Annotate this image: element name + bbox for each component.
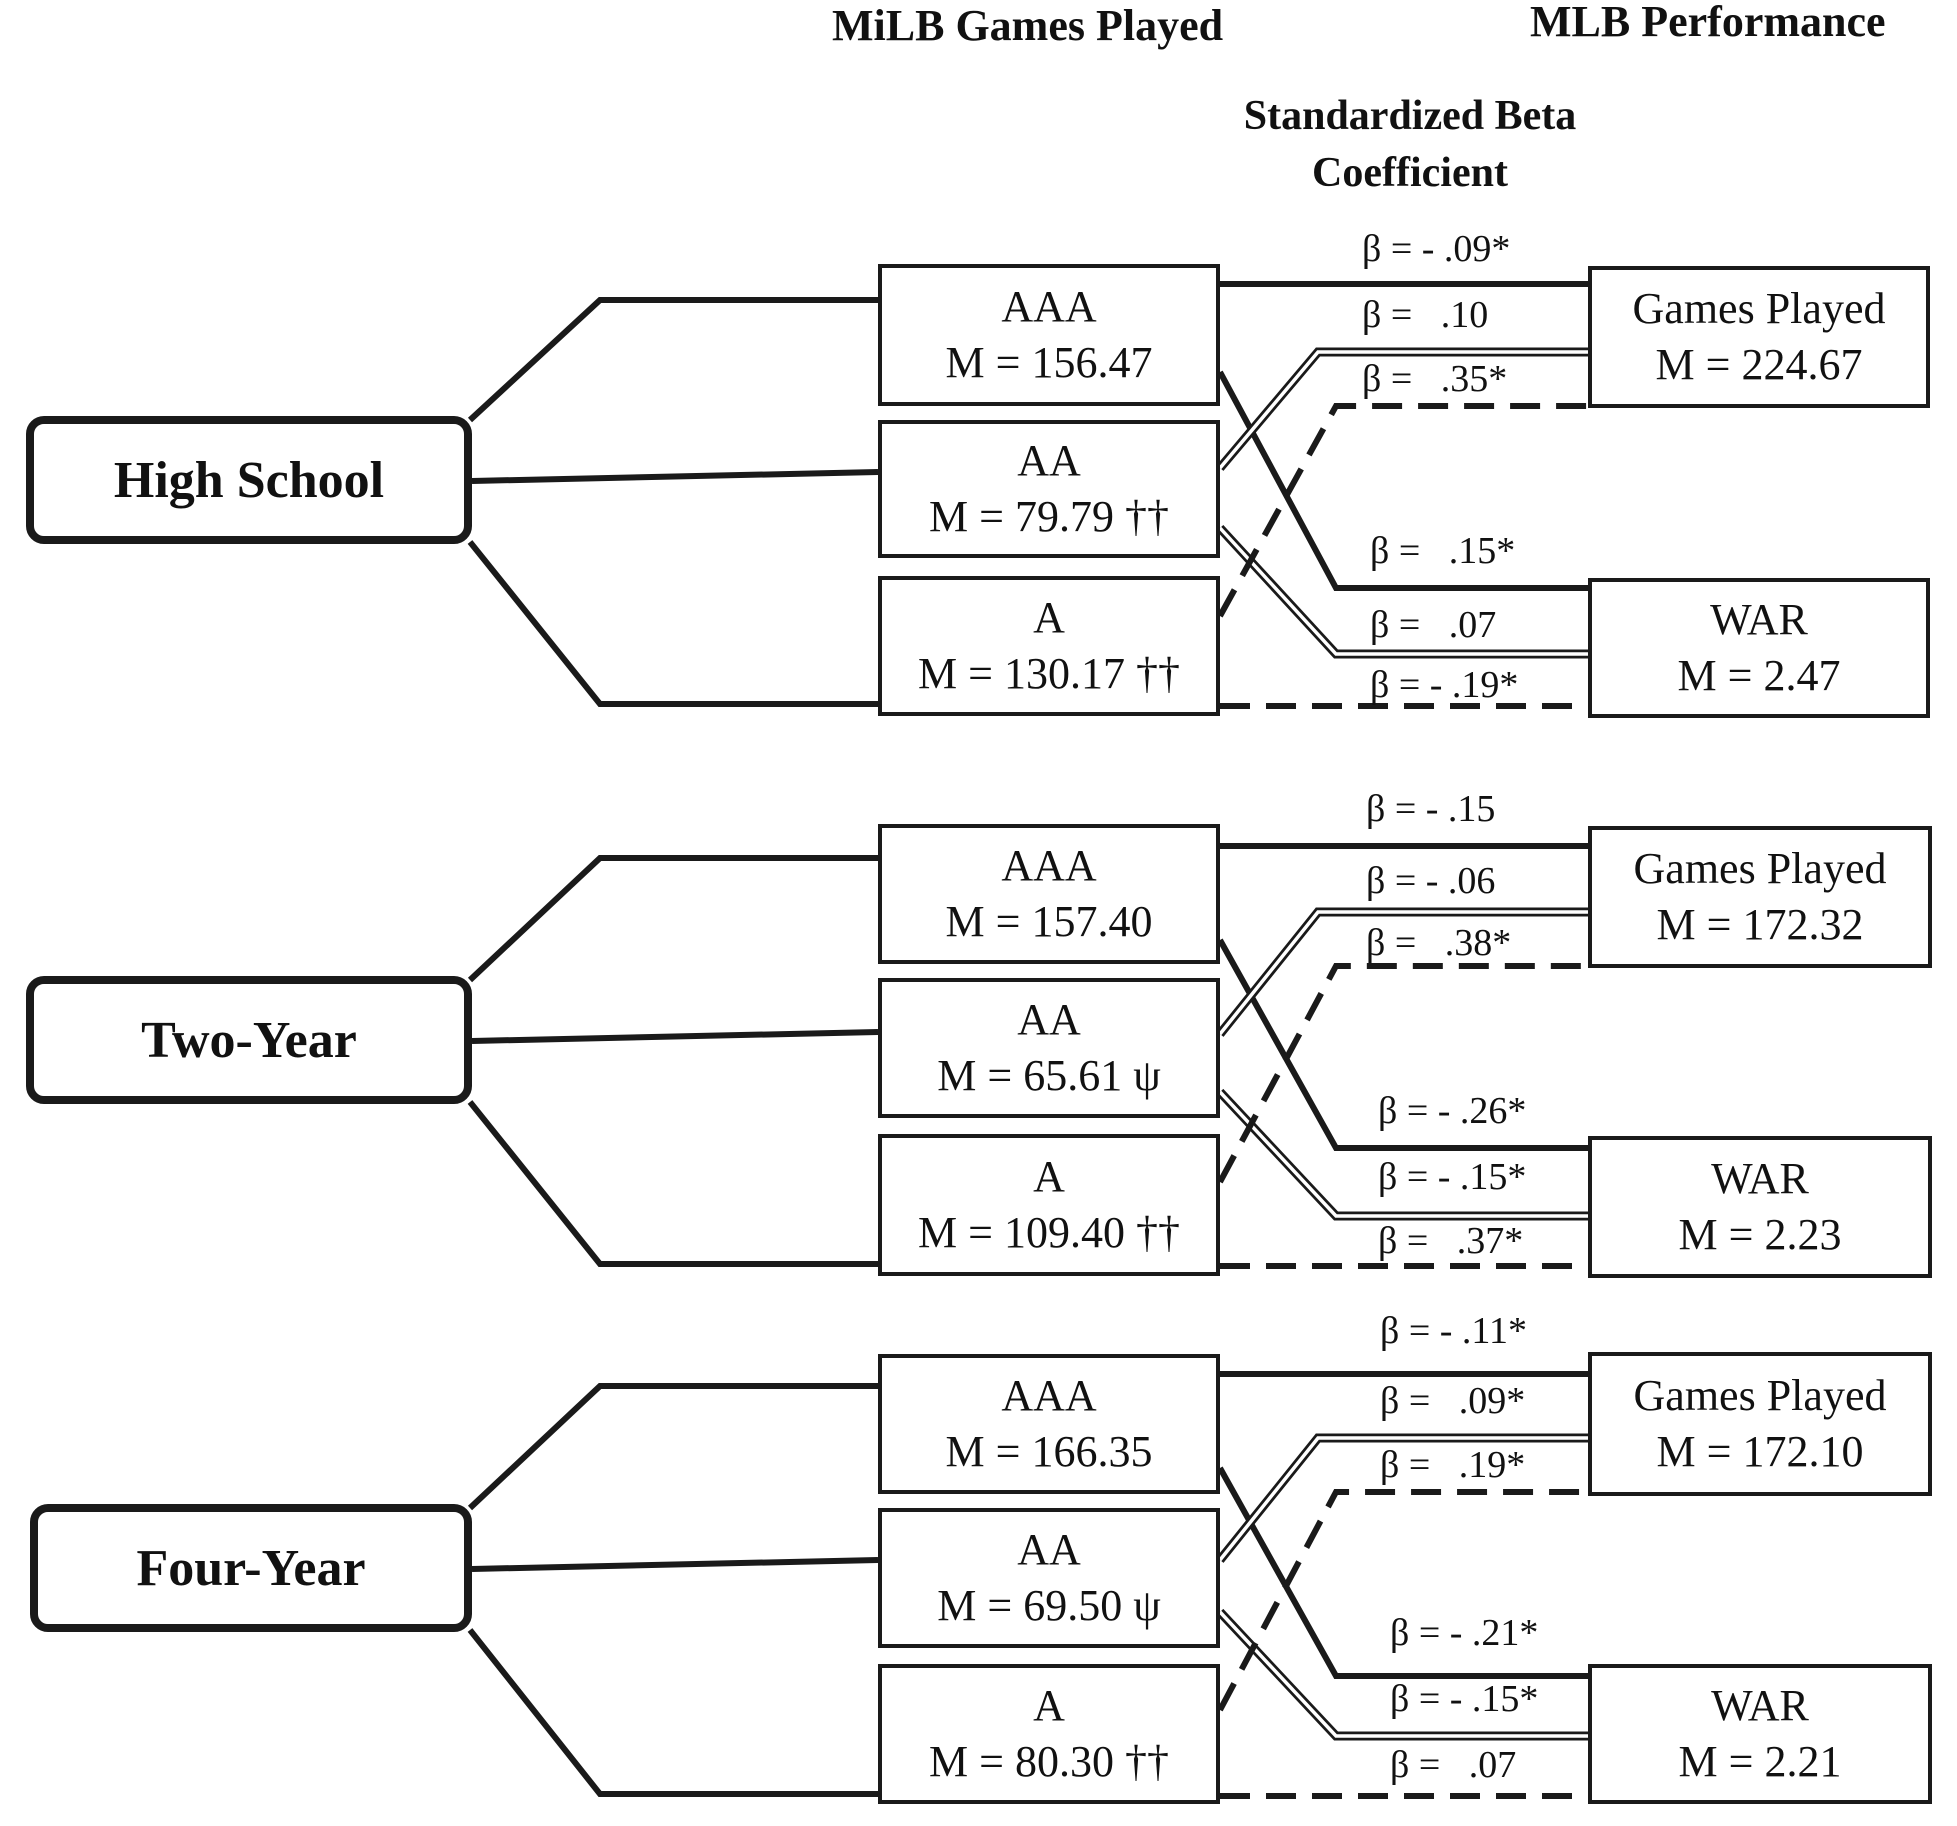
- milb-aaa-box: AAA M = 157.40: [878, 824, 1220, 964]
- beta-a-games: β = .35*: [1362, 358, 1508, 400]
- outcome-mean: M = 224.67: [1655, 340, 1863, 389]
- milb-aaa-box: AAA M = 156.47: [878, 264, 1220, 406]
- outcome-mean: M = 172.10: [1656, 1427, 1864, 1476]
- outcome-label: Games Played: [1633, 844, 1887, 893]
- beta-coefficient-header: Standardized Beta Coefficient: [1180, 88, 1640, 202]
- level-mean: M = 130.17 ††: [918, 649, 1180, 698]
- mlb-games-played-box: Games Played M = 224.67: [1588, 266, 1930, 408]
- path-aa-games-inner: [1218, 1436, 1588, 1562]
- path-aa-games-inner: [1218, 350, 1588, 470]
- outcome-label: WAR: [1711, 1154, 1809, 1203]
- path-aa-war-inner: [1218, 1610, 1588, 1738]
- beta-a-games: β = .19*: [1380, 1444, 1526, 1486]
- level-mean: M = 80.30 ††: [929, 1737, 1169, 1786]
- level-mean: M = 109.40 ††: [918, 1208, 1180, 1257]
- level-label: A: [1033, 593, 1065, 642]
- path-aa-games-inner: [1218, 910, 1588, 1036]
- level-mean: M = 79.79 ††: [929, 492, 1169, 541]
- level-label: A: [1033, 1681, 1065, 1730]
- milb-a-box: A M = 130.17 ††: [878, 576, 1220, 716]
- mlb-header: MLB Performance: [1530, 0, 1886, 46]
- path-aa-war-inner: [1218, 1090, 1588, 1218]
- fan-aa-line: [471, 1029, 879, 1044]
- beta-header-line2: Coefficient: [1312, 150, 1508, 196]
- beta-aaa-war: β = .15*: [1370, 530, 1516, 572]
- beta-a-games: β = .38*: [1366, 922, 1512, 964]
- beta-aa-games: β = - .06: [1366, 860, 1496, 902]
- level-mean: M = 69.50 ψ: [937, 1581, 1161, 1630]
- level-label: AAA: [1001, 841, 1097, 890]
- fan-aaa-line: [467, 297, 878, 423]
- fan-aaa-line: [467, 855, 878, 983]
- mlb-war-box: WAR M = 2.23: [1588, 1136, 1932, 1278]
- path-a-games: [1217, 963, 1588, 1184]
- path-aaa-war: [1217, 938, 1588, 1151]
- level-label: AA: [1017, 436, 1081, 485]
- beta-aaa-war: β = - .26*: [1378, 1090, 1527, 1132]
- beta-aa-war: β = - .15*: [1390, 1678, 1539, 1720]
- level-mean: M = 65.61 ψ: [937, 1051, 1161, 1100]
- fan-aaa-line: [467, 1383, 878, 1511]
- source-two-year: Two-Year: [26, 976, 472, 1104]
- fan-a-line: [467, 1628, 878, 1797]
- level-label: AA: [1017, 1525, 1081, 1574]
- mlb-war-box: WAR M = 2.47: [1588, 578, 1930, 718]
- outcome-label: Games Played: [1633, 1371, 1887, 1420]
- level-mean: M = 166.35: [945, 1427, 1153, 1476]
- beta-aa-games: β = .10: [1362, 294, 1489, 336]
- milb-a-box: A M = 80.30 ††: [878, 1664, 1220, 1804]
- mlb-games-played-box: Games Played M = 172.32: [1588, 826, 1932, 968]
- fan-a-line: [467, 1100, 878, 1267]
- level-mean: M = 156.47: [945, 338, 1153, 387]
- mlb-war-box: WAR M = 2.21: [1588, 1664, 1932, 1804]
- path-aaa-war: [1217, 1466, 1588, 1679]
- path-a-games: [1217, 403, 1588, 618]
- level-label: A: [1033, 1152, 1065, 1201]
- level-label: AA: [1017, 995, 1081, 1044]
- milb-aaa-box: AAA M = 166.35: [878, 1354, 1220, 1494]
- path-a-games: [1217, 1489, 1588, 1712]
- beta-aaa-games: β = - .15: [1366, 788, 1496, 830]
- beta-aa-war: β = .07: [1370, 604, 1497, 646]
- milb-header: MiLB Games Played: [832, 1, 1224, 50]
- outcome-mean: M = 2.23: [1678, 1210, 1842, 1259]
- beta-aa-games: β = .09*: [1380, 1380, 1526, 1422]
- level-label: AAA: [1001, 282, 1097, 331]
- beta-aa-war: β = - .15*: [1378, 1156, 1527, 1198]
- beta-aaa-war: β = - .21*: [1390, 1612, 1539, 1654]
- outcome-mean: M = 2.21: [1678, 1737, 1842, 1786]
- beta-a-war: β = .37*: [1378, 1220, 1524, 1262]
- path-aaa-war: [1217, 370, 1588, 591]
- beta-header-line1: Standardized Beta: [1243, 93, 1577, 139]
- beta-a-war: β = .07: [1390, 1744, 1517, 1786]
- milb-aa-box: AA M = 69.50 ψ: [878, 1508, 1220, 1648]
- outcome-label: WAR: [1710, 595, 1808, 644]
- beta-a-war: β = - .19*: [1370, 664, 1519, 706]
- fan-aa-line: [471, 1557, 879, 1572]
- mlb-games-played-box: Games Played M = 172.10: [1588, 1352, 1932, 1496]
- outcome-mean: M = 172.32: [1656, 900, 1864, 949]
- milb-aa-box: AA M = 79.79 ††: [878, 420, 1220, 558]
- source-high-school: High School: [26, 416, 472, 544]
- beta-aaa-games: β = - .09*: [1362, 228, 1511, 270]
- outcome-mean: M = 2.47: [1677, 651, 1841, 700]
- beta-aaa-games: β = - .11*: [1380, 1310, 1528, 1352]
- level-mean: M = 157.40: [945, 897, 1153, 946]
- milb-a-box: A M = 109.40 ††: [878, 1134, 1220, 1276]
- source-four-year: Four-Year: [30, 1504, 472, 1632]
- fan-aa-line: [471, 469, 879, 484]
- level-label: AAA: [1001, 1371, 1097, 1420]
- outcome-label: Games Played: [1632, 284, 1886, 333]
- outcome-label: WAR: [1711, 1681, 1809, 1730]
- fan-a-line: [467, 540, 878, 707]
- path-aa-war-inner: [1218, 526, 1588, 656]
- milb-aa-box: AA M = 65.61 ψ: [878, 978, 1220, 1118]
